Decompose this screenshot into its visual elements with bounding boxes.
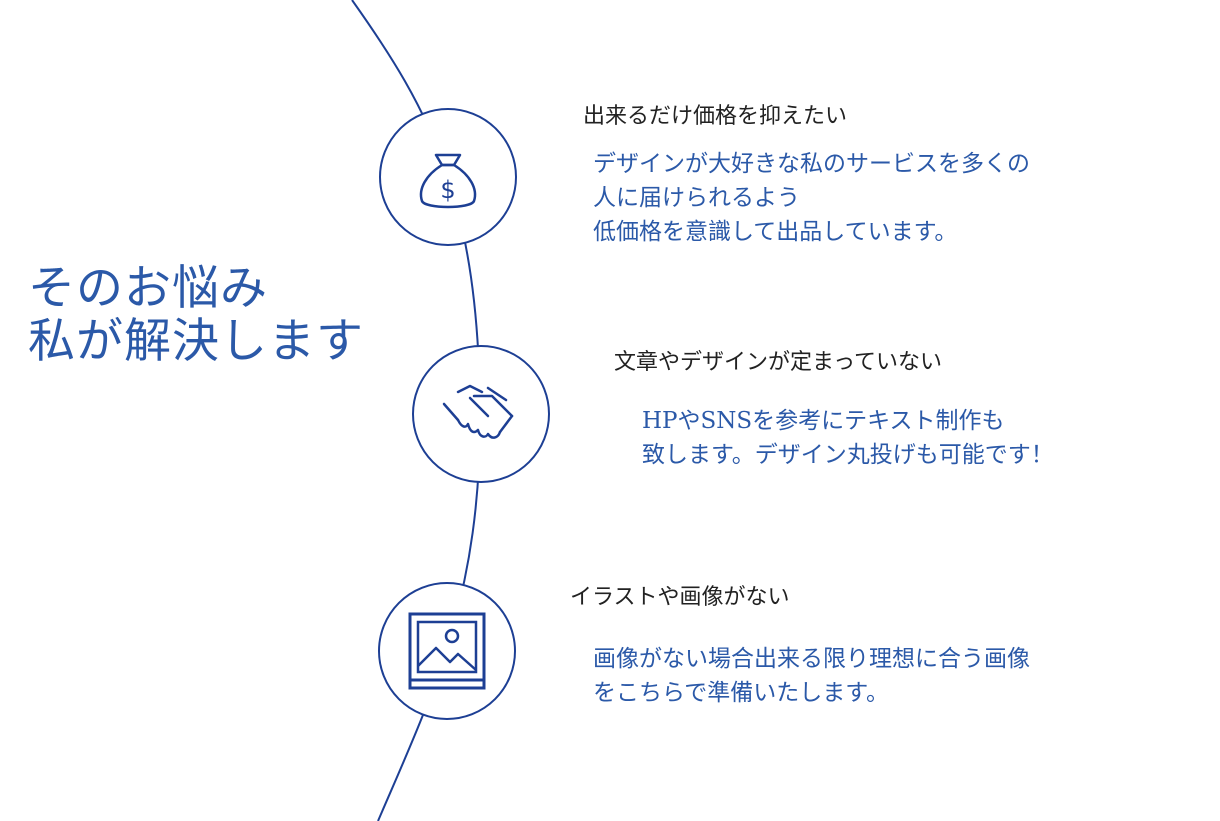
image-icon (408, 612, 486, 690)
item-body-line: 致します。デザイン丸投げも可能です！ (642, 442, 1054, 468)
item-body-line: 低価格を意識して出品しています。 (593, 219, 958, 245)
item-title-image: イラストや画像がない (570, 585, 790, 610)
item-body-line: HPやSNSを参考にテキスト制作も (642, 408, 1005, 434)
item-title-price: 出来るだけ価格を抑えたい (583, 104, 848, 129)
item-body-line: デザインが大好きな私のサービスを多くの (593, 151, 1030, 177)
money-bag-icon-circle: $ (379, 108, 517, 246)
image-icon-circle (378, 582, 516, 720)
handshake-icon-circle (412, 345, 550, 483)
item-body-image: 画像がない場合出来る限り理想に合う画像 をこちらで準備いたします。 (593, 642, 1030, 710)
headline-line-2: 私が解決します (28, 314, 364, 369)
item-body-design: HPやSNSを参考にテキスト制作も 致します。デザイン丸投げも可能です！ (642, 404, 1054, 472)
item-body-line: 画像がない場合出来る限り理想に合う画像 (593, 646, 1030, 672)
svg-text:$: $ (440, 176, 455, 204)
item-body-price: デザインが大好きな私のサービスを多くの 人に届けられるよう 低価格を意識して出品… (593, 147, 1030, 249)
headline: そのお悩み 私が解決します (28, 262, 364, 368)
handshake-icon (442, 384, 514, 439)
item-body-line: 人に届けられるよう (593, 185, 800, 211)
money-bag-icon: $ (419, 153, 477, 209)
item-title-design: 文章やデザインが定まっていない (614, 350, 943, 375)
headline-line-1: そのお悩み (28, 261, 268, 316)
item-body-line: をこちらで準備いたします。 (593, 680, 890, 706)
